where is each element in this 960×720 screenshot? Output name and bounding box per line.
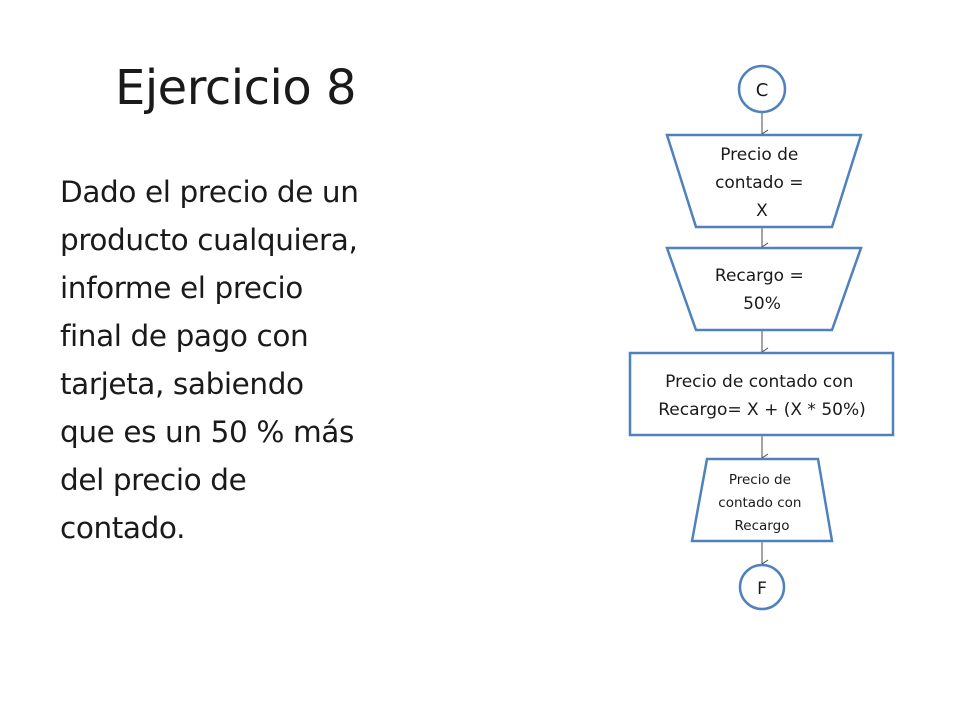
output-text: Precio de contado con Recargo — [718, 472, 805, 534]
process-text: Precio de contado con Recargo= X + (X * … — [658, 372, 866, 420]
end-terminal: F — [738, 563, 786, 611]
slide-title: Ejercicio 8 — [115, 60, 357, 116]
start-terminal: C — [737, 64, 787, 114]
input-shape-price: Precio de contado = X — [665, 133, 863, 229]
end-label: F — [757, 579, 767, 599]
output-shape: Precio de contado con Recargo — [690, 457, 834, 543]
slide-body-text: Dado el precio de un producto cualquiera… — [60, 175, 359, 545]
input-price-text: Precio de contado = X — [715, 145, 809, 221]
process-box: Precio de contado con Recargo= X + (X * … — [628, 351, 895, 437]
input-shape-surcharge: Recargo = 50% — [665, 246, 863, 332]
input-surcharge-text: Recargo = 50% — [715, 266, 809, 314]
start-label: C — [756, 80, 769, 101]
